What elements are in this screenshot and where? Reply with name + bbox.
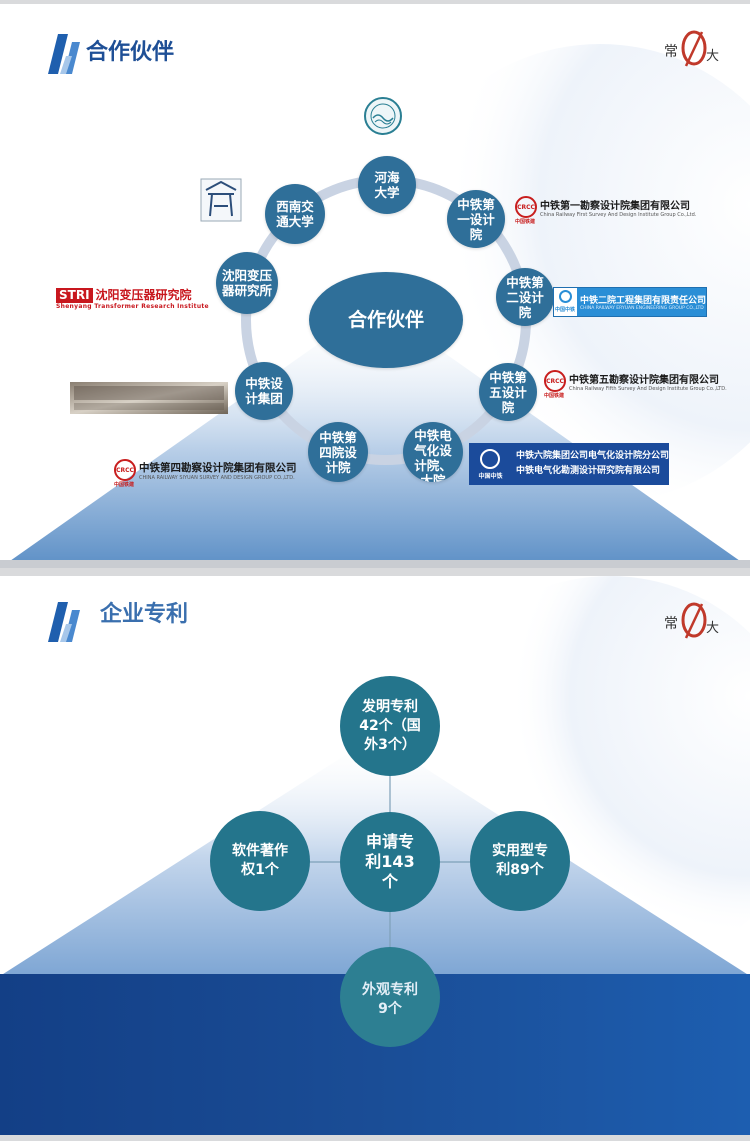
node-shenyang-transformer-institute: 沈阳变压 器研究所 <box>216 252 278 314</box>
slide-patents: 企业专利 常 大 发明专利 42个（国 外3个） 申请专 利143 个 软件著作… <box>0 576 750 1135</box>
svg-text:常: 常 <box>664 44 678 60</box>
hohai-university-seal-icon <box>364 97 402 135</box>
node-southwest-jiaotong-university: 西南交 通大学 <box>265 184 325 244</box>
node-electrification-institute: 中铁电 气化设 计院、 大院 <box>403 422 463 482</box>
node-invention-patents: 发明专利 42个（国 外3个） <box>340 676 440 776</box>
partner-logo-siyuan: CRCC 中国铁建 中铁第四勘察设计院集团有限公司 CHINA RAILWAY … <box>114 459 297 488</box>
crcc-badge-icon: CRCC <box>544 370 566 392</box>
crec-badge-icon <box>558 290 572 303</box>
title-stripes-icon <box>48 34 80 74</box>
partner-logo-sixth-electrification: 中国中铁 中铁六院集团公司电气化设计院分公司 中铁电气化勘测设计研究院有限公司 <box>469 443 669 485</box>
company-logo-icon: 常 大 <box>664 602 719 639</box>
partner-logo-eryuan: 中国中铁 中铁二院工程集团有限责任公司 CHINA RAILWAY ERYUAN… <box>553 287 707 317</box>
crec-badge-icon <box>480 448 501 469</box>
partner-logo-first-survey: CRCC 中国铁建 中铁第一勘察设计院集团有限公司 China Railway … <box>515 196 696 225</box>
node-design-patents: 外观专利 9个 <box>340 947 440 1047</box>
page-title: 企业专利 <box>100 602 189 627</box>
design-group-metal-logo-icon <box>70 382 228 414</box>
company-logo-icon: 常 大 <box>664 30 719 67</box>
svg-text:常: 常 <box>664 616 678 632</box>
swjtu-logo-icon <box>200 178 242 222</box>
slide-partners: 合作伙伴 常 大 合作伙伴 河海 大学 中铁第 一设计 院 中铁第 二设计 院 … <box>0 4 750 568</box>
center-partners-node: 合作伙伴 <box>309 272 463 368</box>
page-title: 合作伙伴 <box>86 40 175 65</box>
node-fourth-design-institute: 中铁第 四院设 计院 <box>308 422 368 482</box>
partner-logo-stri: STRI 沈阳变压器研究院 Shenyang Transformer Resea… <box>56 288 209 310</box>
title-stripes-icon <box>48 602 80 642</box>
node-hohai-university: 河海 大学 <box>358 156 416 214</box>
svg-text:大: 大 <box>706 621 719 636</box>
node-total-patents: 申请专 利143 个 <box>340 812 440 912</box>
partner-logo-fifth-survey: CRCC 中国铁建 中铁第五勘察设计院集团有限公司 China Railway … <box>544 370 727 399</box>
node-design-group: 中铁设 计集团 <box>235 362 293 420</box>
node-first-design-institute: 中铁第 一设计 院 <box>447 190 505 248</box>
node-software-copyright: 软件著作 权1个 <box>210 811 310 911</box>
node-utility-patents: 实用型专 利89个 <box>470 811 570 911</box>
node-fifth-design-institute: 中铁第 五设计 院 <box>479 363 537 421</box>
crcc-badge-icon: CRCC <box>114 459 136 481</box>
svg-text:大: 大 <box>706 49 719 64</box>
node-second-design-institute: 中铁第 二设计 院 <box>496 268 554 326</box>
crcc-badge-icon: CRCC <box>515 196 537 218</box>
slide1-background <box>0 44 750 568</box>
